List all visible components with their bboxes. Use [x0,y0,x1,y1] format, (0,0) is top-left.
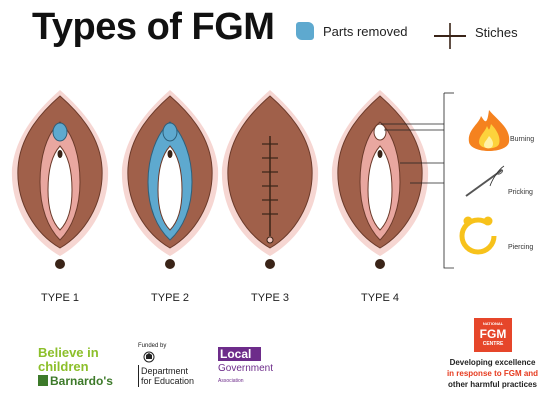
fgm-centre-tagline2: in response to FGM and [446,369,539,378]
flame-icon [468,110,510,151]
dfe-divider [138,365,139,387]
lga-logo-line3: Association [218,378,244,384]
type-4-illustration [331,90,429,269]
parts-removed-swatch [296,22,314,40]
parts-removed-label: Parts removed [323,24,408,39]
pricking-label: Pricking [508,189,533,196]
barnardos-mark-icon [38,375,48,386]
royal-crest-icon [143,351,155,363]
fgm-centre-line3: CENTRE [482,341,504,347]
piercing-label: Piercing [508,244,533,251]
dfe-funded-by: Funded by [138,343,167,349]
dfe-logo-line2: for Education [141,376,195,386]
type-2-illustration [121,90,219,269]
type-1-label: TYPE 1 [41,292,79,304]
burning-label: Burning [510,136,534,143]
barnardos-logo-line1: Believe in [38,345,99,360]
type-1-illustration [11,90,109,269]
fgm-centre-tagline1: Developing excellence [449,358,536,367]
fgm-centre-logo [474,318,512,352]
type-3-illustration [221,90,319,269]
lga-logo-line1: Local [218,347,262,361]
type-4-connector-lines [381,92,454,269]
barnardos-logo-line3: Barnardo's [50,374,113,388]
fgm-centre-line1: NATIONAL [482,321,504,326]
stitch-icon [434,23,466,49]
barnardos-logo-line2: children [38,359,89,374]
type-3-label: TYPE 3 [251,292,289,304]
needle-icon [465,165,505,197]
ring-icon [459,216,497,255]
stitches-label: Stiches [475,25,518,40]
fgm-centre-line2: FGM [479,327,507,341]
type-4-label: TYPE 4 [361,292,399,304]
fgm-centre-tagline3: other harmful practices [448,380,537,389]
lga-logo-line2: Government [218,363,274,374]
dfe-logo-line1: Department [141,366,189,376]
page-title: Types of FGM [32,6,275,48]
type-2-label: TYPE 2 [151,292,189,304]
